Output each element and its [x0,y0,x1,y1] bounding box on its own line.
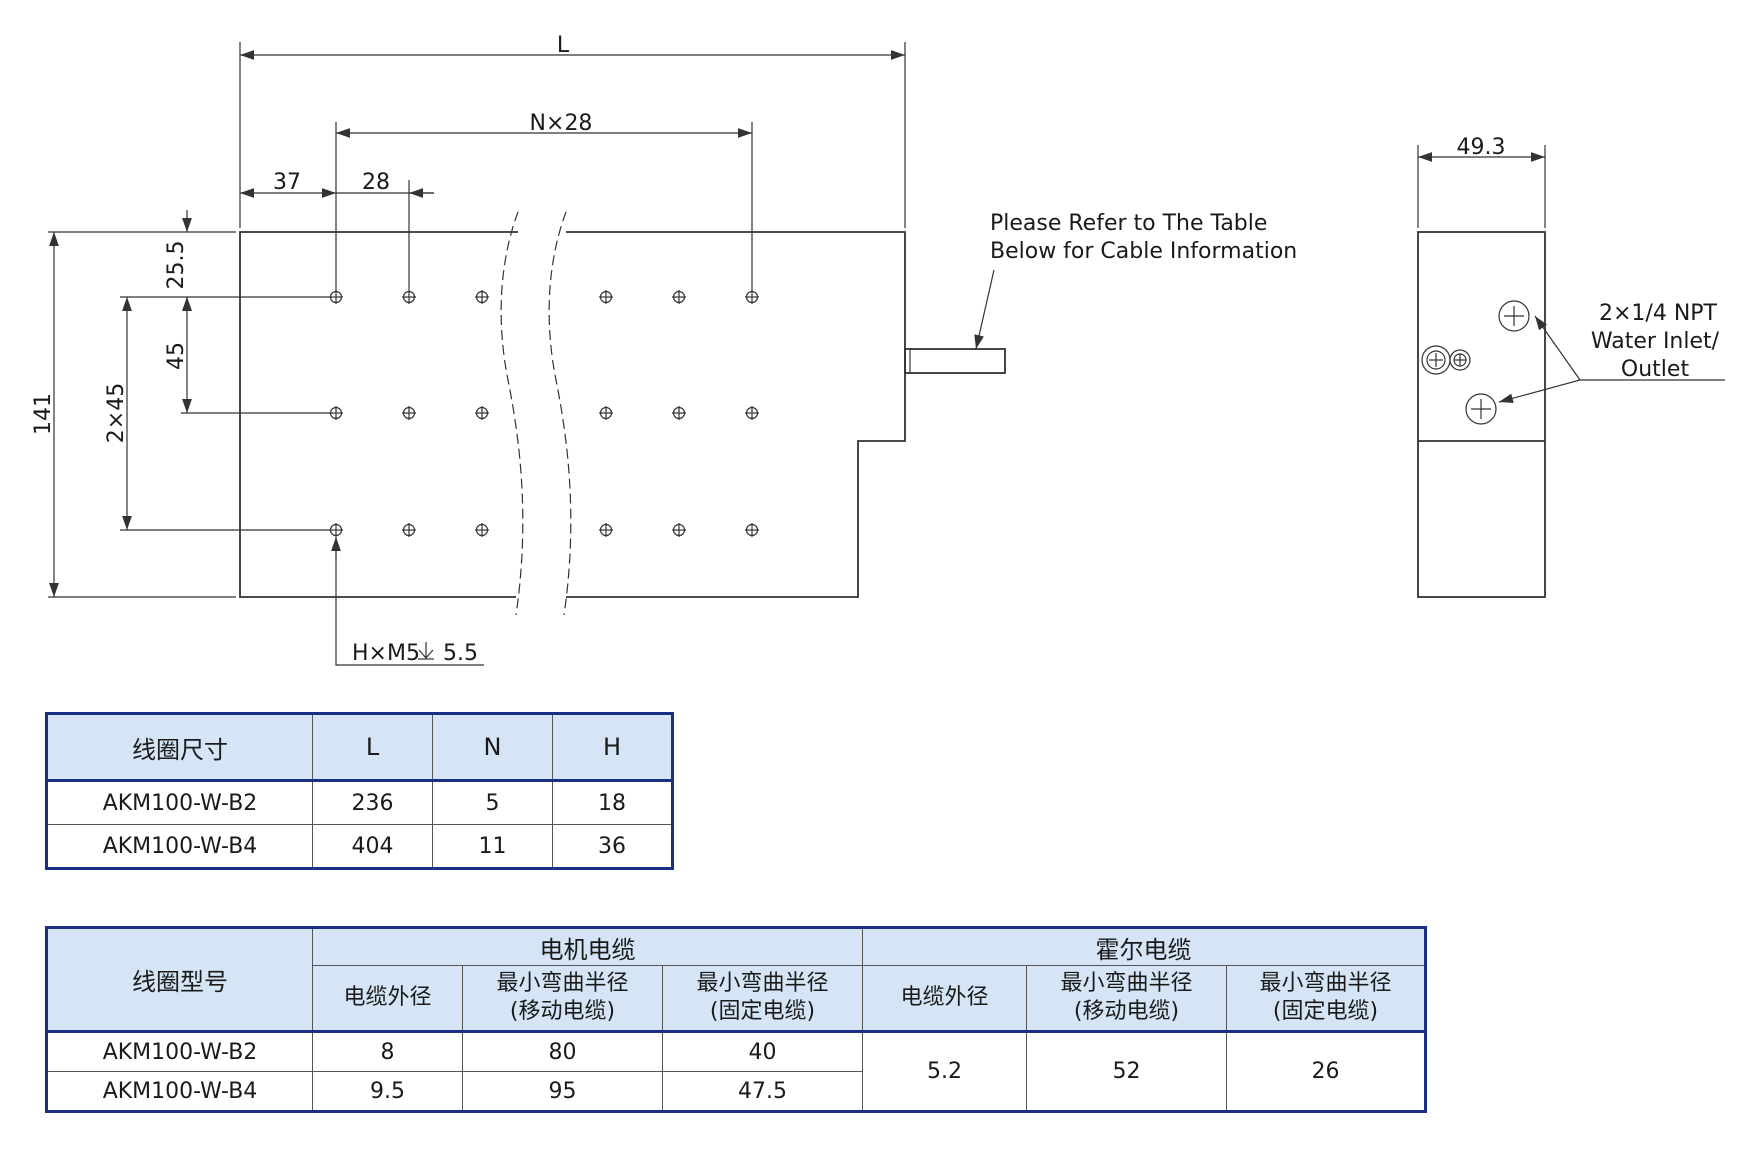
dim-side-width: 49.3 [1457,135,1506,160]
cell-l: 404 [312,824,433,869]
dimension-lines [48,42,1725,666]
cell-motor-bend-moving: 80 [462,1031,663,1072]
hole-callout-depth: 5.5 [443,641,478,666]
mounting-hole-icon [402,523,416,537]
mounting-hole-icon [402,290,416,304]
depth-symbol-icon [418,642,434,660]
header-hall-bend-fixed: 最小弯曲半径(固定电缆) [1226,965,1426,1032]
cable-info-table: 线圈型号 电机电缆 霍尔电缆 电缆外径 最小弯曲半径(移动电缆) 最小弯曲半径(… [45,926,1427,1113]
dim-row-pitch: 45 [164,342,189,370]
cell-hall-bend-moving: 52 [1026,1031,1227,1112]
cell-n: 11 [432,824,553,869]
mounting-hole-icon [475,406,489,420]
header-coil-size: 线圈尺寸 [46,713,313,781]
header-motor-bend-moving: 最小弯曲半径(移动电缆) [462,965,663,1032]
cell-model: AKM100-W-B2 [46,780,313,825]
water-note-line2: Water Inlet/ [1591,329,1720,354]
dim-rows-total: 2×45 [104,383,129,443]
mounting-hole-icon [599,290,613,304]
mounting-hole-icon [745,523,759,537]
cell-motor-diameter: 8 [312,1031,463,1072]
cell-h: 36 [552,824,673,869]
dim-height: 141 [31,393,56,435]
mounting-holes [329,290,759,537]
dim-hole-span: N×28 [530,111,593,136]
header-motor-diameter: 电缆外径 [312,965,463,1032]
water-note-line3: Outlet [1621,357,1690,382]
hole-callout: H×M5 [352,641,420,666]
cell-motor-bend-fixed: 40 [662,1031,863,1072]
header-hall-cable: 霍尔电缆 [862,927,1426,966]
mounting-hole-icon [329,406,343,420]
water-note-line1: 2×1/4 NPT [1599,301,1718,326]
cell-model: AKM100-W-B4 [46,1071,313,1112]
cable-gland-icon [1421,345,1471,375]
header-l: L [312,713,433,781]
mounting-hole-icon [745,290,759,304]
water-port-icon [1465,393,1497,425]
header-hall-bend-moving: 最小弯曲半径(移动电缆) [1026,965,1227,1032]
mounting-hole-icon [475,523,489,537]
dim-length: L [557,33,570,58]
mounting-hole-icon [475,290,489,304]
dim-top-offset: 25.5 [164,241,189,290]
table-row: AKM100-W-B4 404 11 36 [46,824,673,869]
mounting-hole-icon [599,523,613,537]
cell-hall-bend-fixed: 26 [1226,1031,1426,1112]
header-coil-model: 线圈型号 [46,927,313,1032]
cell-model: AKM100-W-B4 [46,824,313,869]
header-motor-bend-fixed: 最小弯曲半径(固定电缆) [662,965,863,1032]
water-port-icon [1498,300,1530,332]
cell-n: 5 [432,780,553,825]
cell-hall-diameter: 5.2 [862,1031,1027,1112]
side-view [1417,231,1546,598]
mounting-hole-icon [672,290,686,304]
table-row: AKM100-W-B2 236 5 18 [46,780,673,825]
cable-note-line1: Please Refer to The Table [990,211,1267,236]
header-hall-diameter: 电缆外径 [862,965,1027,1032]
header-h: H [552,713,673,781]
cell-model: AKM100-W-B2 [46,1031,313,1072]
cable-note-line2: Below for Cable Information [990,239,1297,264]
header-n: N [432,713,553,781]
cell-motor-diameter: 9.5 [312,1071,463,1112]
cell-motor-bend-moving: 95 [462,1071,663,1112]
dim-pitch: 28 [362,170,390,195]
dim-first-offset: 37 [273,170,301,195]
mounting-hole-icon [329,290,343,304]
header-motor-cable: 电机电缆 [312,927,863,966]
table-row: AKM100-W-B4 9.5 95 47.5 [46,1071,1426,1112]
mounting-hole-icon [745,406,759,420]
mounting-hole-icon [599,406,613,420]
mounting-hole-icon [329,523,343,537]
cell-motor-bend-fixed: 47.5 [662,1071,863,1112]
mounting-hole-icon [672,523,686,537]
mounting-hole-icon [402,406,416,420]
front-view-outline [239,211,1006,616]
mounting-hole-icon [672,406,686,420]
technical-drawing: L N×28 37 28 25.5 45 2×45 141 49.3 H×M5 … [31,33,1725,666]
cell-h: 18 [552,780,673,825]
coil-size-table: 线圈尺寸 L N H AKM100-W-B2 236 5 18 AKM100-W… [45,712,674,870]
table-row: AKM100-W-B2 8 80 40 5.2 52 26 [46,1031,1426,1112]
cell-l: 236 [312,780,433,825]
